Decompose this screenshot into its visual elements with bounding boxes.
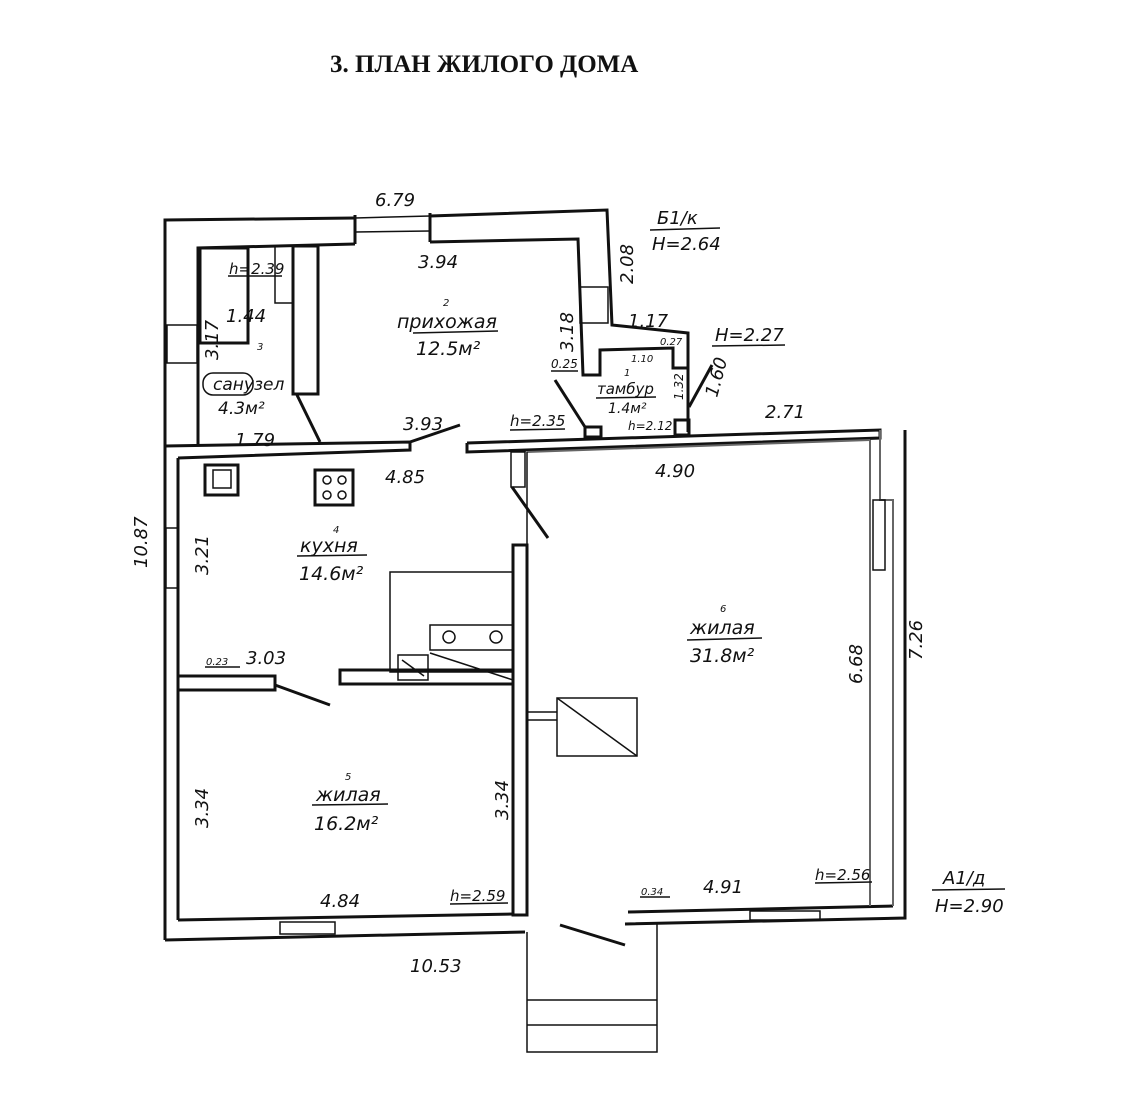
room-number: 2 — [443, 298, 449, 309]
dim-tambur-h1: 1.32 — [672, 373, 686, 400]
height-tambur: h=2.12 — [628, 419, 672, 433]
dim-room6-bottom: 4.91 — [703, 877, 743, 898]
dim-tambur-inner: 1.10 — [631, 354, 653, 365]
label-a1d: А1/д — [942, 868, 985, 889]
dim-room6-wall: 0.34 — [641, 887, 663, 898]
room-number: 6 — [720, 604, 726, 615]
room-kitchen: 4 кухня 14.6м² — [299, 525, 364, 585]
dim-top-inner: 3.94 — [418, 252, 458, 273]
dim-room5-bottom: 4.84 — [320, 891, 360, 912]
room-area: 4.3м² — [218, 399, 265, 419]
room-name: санузел — [213, 375, 284, 395]
room-area: 14.6м² — [299, 563, 364, 585]
room-name: жилая — [315, 784, 381, 806]
dim-room6-right: 6.68 — [846, 644, 867, 684]
room-living-5: 5 жилая 16.2м² — [314, 772, 381, 835]
dim-kitchen-bottom: 3.03 — [246, 648, 286, 669]
height-bath: h=2.39 — [229, 260, 284, 278]
label-a1d-height: H=2.90 — [935, 896, 1004, 917]
dim-top-outer: 6.79 — [375, 190, 415, 211]
room-area: 1.4м² — [608, 401, 647, 417]
room-name: тамбур — [597, 380, 654, 398]
room-name: жилая — [689, 617, 755, 639]
room-bathroom: 3 санузел 4.3м² — [213, 342, 284, 419]
height-hall: h=2.35 — [510, 412, 565, 430]
room-name: кухня — [300, 535, 358, 557]
room-number: 1 — [624, 368, 630, 379]
label-b1k: Б1/к — [657, 208, 698, 229]
dim-tambur-side: 0.27 — [660, 337, 683, 348]
dim-right-total: 7.26 — [906, 620, 927, 660]
room-name: прихожая — [397, 311, 497, 333]
dim-hall-bottom: 3.93 — [403, 414, 443, 435]
dim-bottom-total: 10.53 — [410, 956, 462, 977]
dim-right-top-ext: 2.71 — [765, 402, 805, 423]
label-b1k-height: H=2.64 — [652, 234, 721, 255]
dim-right-top: 2.08 — [617, 244, 638, 284]
plan-title: 3. ПЛАН ЖИЛОГО ДОМА — [330, 51, 638, 78]
label-tambur-H: H=2.27 — [715, 325, 784, 346]
dim-bath-bottom: 1.79 — [235, 430, 275, 451]
dimension-labels: 6.79 3.94 2.08 1.17 0.27 1.10 1.32 1.60 … — [131, 190, 927, 977]
room-tambur: 1 тамбур 1.4м² — [597, 368, 654, 417]
room-number: 3 — [257, 342, 263, 353]
dim-bath-height: 3.17 — [202, 319, 223, 360]
room-number: 5 — [345, 772, 351, 783]
dim-hall-wall: 0.25 — [551, 357, 578, 371]
height-room6: h=2.56 — [815, 866, 870, 884]
dim-room6-top: 4.90 — [655, 461, 695, 482]
room-area: 31.8м² — [690, 645, 755, 667]
dim-bath-inner: 1.44 — [226, 306, 266, 327]
room-area: 16.2м² — [314, 813, 379, 835]
dim-tambur-h2: 1.60 — [702, 355, 733, 399]
dim-left-total: 10.87 — [131, 516, 152, 568]
dim-room5-left: 3.34 — [192, 788, 213, 828]
dim-kitchen-top: 4.85 — [385, 467, 425, 488]
room-area: 12.5м² — [416, 338, 481, 360]
dim-kitchen-side: 3.21 — [192, 535, 213, 575]
dim-room5-right: 3.34 — [492, 780, 513, 820]
room-living-6: 6 жилая 31.8м² — [689, 604, 755, 667]
height-room5: h=2.59 — [450, 887, 505, 905]
height-labels: h=2.39 h=2.35 h=2.12 h=2.59 h=2.56 Б1/к … — [229, 208, 1004, 917]
dim-kitchen-wall: 0.23 — [206, 657, 228, 668]
room-hall: 2 прихожая 12.5м² — [397, 298, 497, 360]
room-number: 4 — [333, 525, 339, 536]
dim-hall-side: 3.18 — [557, 312, 578, 352]
dim-tambur-outer: 1.17 — [628, 311, 669, 332]
walls — [163, 208, 1006, 1053]
